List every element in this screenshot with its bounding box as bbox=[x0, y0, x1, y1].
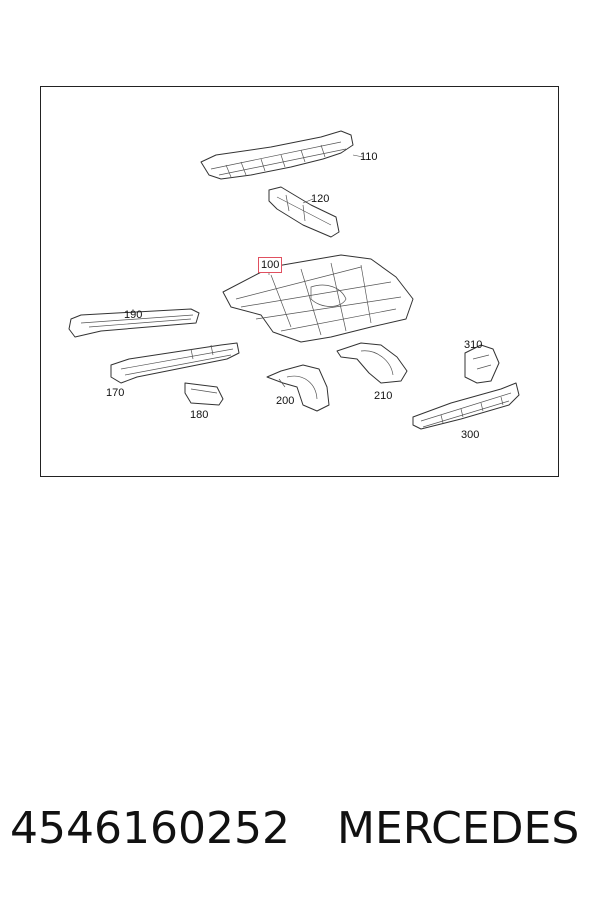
part-110-shape[interactable] bbox=[200, 130, 364, 180]
callout-200[interactable]: 200 bbox=[276, 395, 295, 407]
brand-name: MERCEDES bbox=[337, 803, 580, 854]
callout-120[interactable]: 120 bbox=[311, 193, 330, 205]
callout-300[interactable]: 300 bbox=[461, 429, 480, 441]
callout-310[interactable]: 310 bbox=[464, 339, 483, 351]
callout-100[interactable]: 100 bbox=[258, 257, 283, 273]
part-310-shape[interactable] bbox=[464, 344, 500, 384]
callout-190[interactable]: 190 bbox=[124, 309, 143, 321]
part-100-shape[interactable] bbox=[222, 254, 414, 343]
parts-drawing bbox=[68, 130, 520, 430]
part-120-shape[interactable] bbox=[268, 186, 340, 238]
part-180-shape[interactable] bbox=[184, 382, 224, 406]
parts-diagram: 110 120 100 190 170 180 200 210 310 300 bbox=[40, 86, 559, 477]
part-number: 4546160252 bbox=[10, 803, 290, 854]
callout-110[interactable]: 110 bbox=[360, 151, 378, 163]
part-300-shape[interactable] bbox=[412, 382, 520, 430]
part-190-shape[interactable] bbox=[68, 308, 200, 338]
callout-210[interactable]: 210 bbox=[374, 390, 393, 402]
callout-180[interactable]: 180 bbox=[190, 409, 209, 421]
part-210-shape[interactable] bbox=[336, 342, 408, 384]
part-170-shape[interactable] bbox=[110, 342, 240, 384]
part-200-shape[interactable] bbox=[266, 364, 330, 412]
callout-170[interactable]: 170 bbox=[106, 387, 125, 399]
